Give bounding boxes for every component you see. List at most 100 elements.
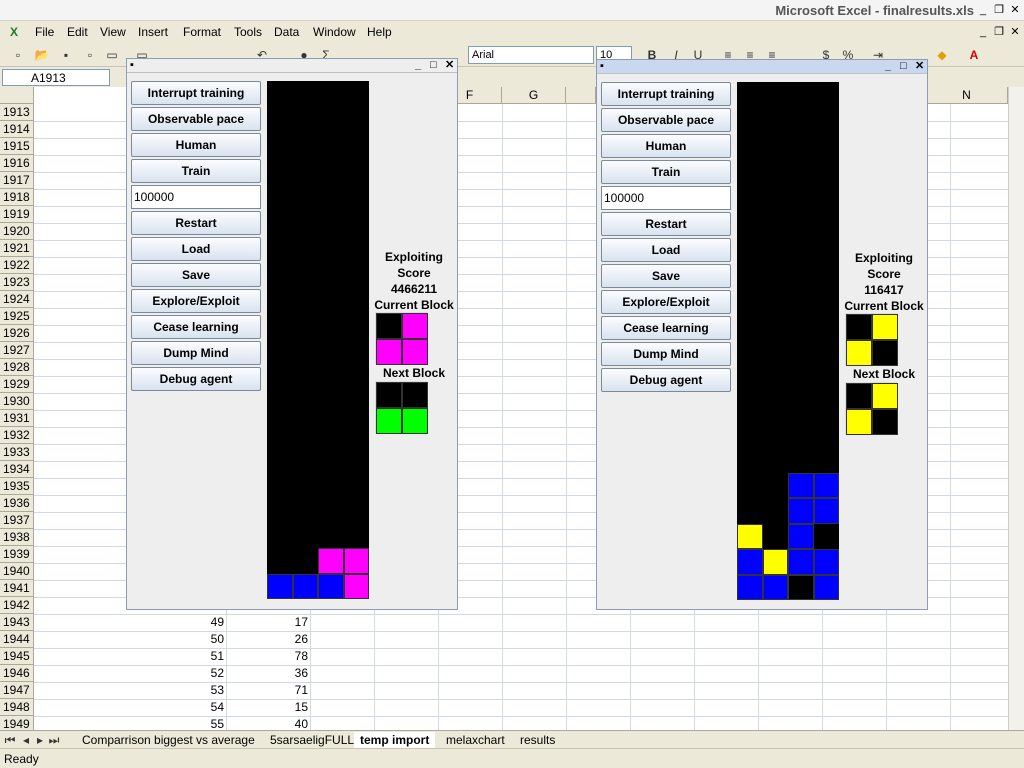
row-header[interactable]: 1915: [0, 138, 34, 155]
restart-button[interactable]: Restart: [131, 211, 261, 235]
column-header-n[interactable]: N: [926, 87, 1008, 104]
print-icon[interactable]: ▭: [106, 48, 118, 62]
doc-restore-icon[interactable]: ❐: [994, 26, 1004, 38]
cell-value[interactable]: 53: [210, 683, 224, 697]
close-icon[interactable]: ✕: [445, 59, 455, 71]
row-header[interactable]: 1919: [0, 206, 34, 223]
bold-icon[interactable]: B: [647, 48, 657, 62]
excel-icon[interactable]: X: [9, 25, 18, 39]
menu-edit[interactable]: Edit: [67, 25, 88, 39]
dump-mind-button[interactable]: Dump Mind: [601, 342, 731, 366]
underline-icon[interactable]: U: [693, 48, 703, 62]
cell-value[interactable]: 17: [294, 615, 308, 629]
window-menu-icon[interactable]: ▪: [600, 60, 604, 72]
sheet-tab-5sarsaeligfull[interactable]: 5sarsaeligFULL: [264, 732, 361, 748]
save-button[interactable]: Save: [131, 263, 261, 287]
observable-pace-button[interactable]: Observable pace: [131, 107, 261, 131]
observable-pace-button[interactable]: Observable pace: [601, 108, 731, 132]
row-header[interactable]: 1933: [0, 444, 34, 461]
row-header[interactable]: 1941: [0, 580, 34, 597]
sheet-tab-melaxchart[interactable]: melaxchart: [440, 732, 511, 748]
row-header[interactable]: 1918: [0, 189, 34, 206]
name-box[interactable]: A1913: [2, 69, 110, 86]
row-header[interactable]: 1940: [0, 563, 34, 580]
align-left-icon[interactable]: ≡: [724, 48, 732, 62]
episodes-input[interactable]: 100000: [131, 185, 261, 209]
window-menu-icon[interactable]: ▪: [130, 59, 134, 71]
currency-icon[interactable]: $: [822, 48, 830, 62]
human-button[interactable]: Human: [601, 134, 731, 158]
tetris-window-right-titlebar[interactable]: ▪ _ □ ✕: [597, 60, 927, 74]
row-header[interactable]: 1913: [0, 104, 34, 121]
row-header[interactable]: 1942: [0, 597, 34, 614]
align-center-icon[interactable]: ≡: [746, 48, 754, 62]
prev-sheet-icon[interactable]: ◂: [22, 733, 30, 747]
undo-icon[interactable]: ↶: [256, 48, 268, 62]
load-button[interactable]: Load: [131, 237, 261, 261]
row-header[interactable]: 1917: [0, 172, 34, 189]
sheet-tab-comparrison[interactable]: Comparrison biggest vs average: [76, 732, 261, 748]
row-header[interactable]: 1924: [0, 291, 34, 308]
column-header-h[interactable]: [566, 87, 596, 104]
cell-value[interactable]: 52: [210, 666, 224, 680]
debug-agent-button[interactable]: Debug agent: [601, 368, 731, 392]
sheet-tab-results[interactable]: results: [514, 732, 562, 748]
episodes-input[interactable]: 100000: [601, 186, 731, 210]
train-button[interactable]: Train: [131, 159, 261, 183]
row-header[interactable]: 1948: [0, 699, 34, 716]
italic-icon[interactable]: I: [674, 48, 678, 62]
cell-value[interactable]: 51: [210, 649, 224, 663]
tetris-window-left-titlebar[interactable]: ▪ _ □ ✕: [127, 59, 457, 73]
menu-insert[interactable]: Insert: [138, 25, 169, 39]
menu-view[interactable]: View: [100, 25, 126, 39]
fill-color-icon[interactable]: ◆: [937, 48, 947, 62]
select-all-corner[interactable]: [0, 87, 34, 104]
menu-file[interactable]: File: [35, 25, 55, 39]
row-header[interactable]: 1945: [0, 648, 34, 665]
row-header[interactable]: 1944: [0, 631, 34, 648]
open-icon[interactable]: 📂: [34, 48, 50, 62]
doc-minimize-icon[interactable]: _: [979, 26, 987, 38]
cell-value[interactable]: 36: [294, 666, 308, 680]
debug-agent-button[interactable]: Debug agent: [131, 367, 261, 391]
percent-icon[interactable]: %: [842, 48, 854, 62]
close-icon[interactable]: ✕: [1010, 4, 1020, 16]
cell-value[interactable]: 15: [294, 700, 308, 714]
interrupt-training-button[interactable]: Interrupt training: [601, 82, 731, 106]
menu-data[interactable]: Data: [274, 25, 300, 39]
cease-learning-button[interactable]: Cease learning: [601, 316, 731, 340]
row-header[interactable]: 1925: [0, 308, 34, 325]
row-header[interactable]: 1916: [0, 155, 34, 172]
minimize-icon[interactable]: _: [415, 59, 422, 71]
row-header[interactable]: 1932: [0, 427, 34, 444]
row-header[interactable]: 1946: [0, 665, 34, 682]
cell-value[interactable]: 40: [294, 717, 308, 730]
font-name-select[interactable]: Arial: [468, 46, 594, 64]
menu-window[interactable]: Window: [313, 25, 356, 39]
indent-icon[interactable]: ⇥: [872, 48, 884, 62]
interrupt-training-button[interactable]: Interrupt training: [131, 81, 261, 105]
row-header[interactable]: 1927: [0, 342, 34, 359]
permission-icon[interactable]: ▫: [87, 48, 93, 62]
restore-icon[interactable]: ❐: [994, 4, 1004, 16]
row-header[interactable]: 1930: [0, 393, 34, 410]
vertical-scrollbar[interactable]: [1008, 87, 1024, 730]
dump-mind-button[interactable]: Dump Mind: [131, 341, 261, 365]
align-right-icon[interactable]: ≡: [768, 48, 776, 62]
human-button[interactable]: Human: [131, 133, 261, 157]
row-header[interactable]: 1934: [0, 461, 34, 478]
save-icon[interactable]: ▪: [63, 48, 69, 62]
explore-exploit-button[interactable]: Explore/Exploit: [601, 290, 731, 314]
row-header[interactable]: 1938: [0, 529, 34, 546]
row-header[interactable]: 1923: [0, 274, 34, 291]
next-sheet-icon[interactable]: ▸: [36, 733, 44, 747]
minimize-icon[interactable]: _: [885, 60, 892, 72]
cell-value[interactable]: 49: [210, 615, 224, 629]
row-header[interactable]: 1914: [0, 121, 34, 138]
cell-value[interactable]: 78: [294, 649, 308, 663]
train-button[interactable]: Train: [601, 160, 731, 184]
cell-value[interactable]: 55: [210, 717, 224, 730]
menu-format[interactable]: Format: [183, 25, 222, 39]
autosum-icon[interactable]: Σ: [322, 48, 330, 62]
print-preview-icon[interactable]: ▭: [136, 48, 148, 62]
